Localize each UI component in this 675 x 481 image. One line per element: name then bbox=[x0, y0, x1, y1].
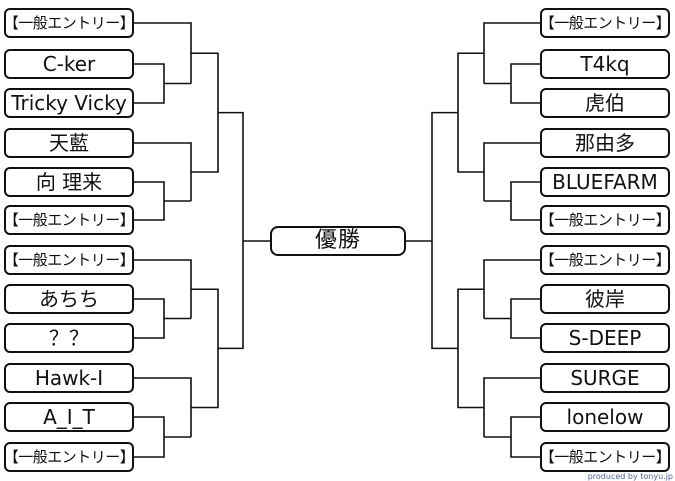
right-slot-5: BLUEFARM bbox=[540, 167, 670, 197]
right-slot-1: 【一般エントリー】 bbox=[540, 8, 670, 38]
bracket-connector-1 bbox=[134, 63, 165, 104]
bracket-connector-12 bbox=[134, 377, 192, 437]
left-slot-10: Hawk-I bbox=[4, 363, 134, 393]
bracket-connector-18 bbox=[483, 22, 540, 84]
bracket-connector-7 bbox=[134, 298, 165, 339]
left-slot-7: 【一般エントリー】 bbox=[4, 245, 134, 275]
bracket-connector-28 bbox=[457, 52, 484, 173]
bracket-connector-13 bbox=[191, 52, 219, 173]
right-slot-2: T4kq bbox=[540, 49, 670, 79]
right-slot-9: S-DEEP bbox=[540, 323, 670, 353]
bracket-connector-3 bbox=[134, 22, 192, 84]
left-slot-4: 天藍 bbox=[4, 128, 134, 158]
bracket-connector-10 bbox=[134, 416, 165, 458]
left-slot-2: C-ker bbox=[4, 49, 134, 79]
right-slot-11: lonelow bbox=[540, 402, 670, 432]
bracket-connector-27 bbox=[483, 377, 540, 437]
left-slot-3: Tricky Vicky bbox=[4, 88, 134, 118]
bracket-connector-16 bbox=[510, 63, 540, 104]
right-slot-10: SURGE bbox=[540, 363, 670, 393]
bracket-connector-14 bbox=[191, 288, 219, 409]
right-slot-12: 【一般エントリー】 bbox=[540, 442, 670, 472]
left-slot-12: 【一般エントリー】 bbox=[4, 442, 134, 472]
credit-text: produced by tonyu.jp bbox=[587, 472, 673, 481]
right-slot-6: 【一般エントリー】 bbox=[540, 205, 670, 235]
champion-box: 優勝 bbox=[270, 226, 406, 256]
right-slot-8: 彼岸 bbox=[540, 284, 670, 314]
left-slot-9: ？？ bbox=[4, 323, 134, 353]
right-slot-4: 那由多 bbox=[540, 128, 670, 158]
bracket-connector-25 bbox=[510, 416, 540, 458]
bracket-connector-19 bbox=[510, 181, 540, 221]
left-slot-11: A_I_T bbox=[4, 402, 134, 432]
bracket-connector-15 bbox=[218, 111, 244, 350]
right-slot-7: 【一般エントリー】 bbox=[540, 245, 670, 275]
right-slot-3: 虎伯 bbox=[540, 88, 670, 118]
left-slot-5: 向 理来 bbox=[4, 167, 134, 197]
bracket-connector-21 bbox=[483, 142, 540, 201]
left-slot-1: 【一般エントリー】 bbox=[4, 8, 134, 38]
bracket-connector-22 bbox=[510, 298, 540, 339]
bracket-connector-30 bbox=[431, 111, 458, 350]
bracket-connector-24 bbox=[483, 259, 540, 319]
bracket-connector-6 bbox=[134, 142, 192, 201]
left-slot-8: あちち bbox=[4, 284, 134, 314]
bracket-connector-4 bbox=[134, 181, 165, 221]
bracket-connector-9 bbox=[134, 259, 192, 319]
bracket-connector-29 bbox=[457, 288, 484, 409]
left-slot-6: 【一般エントリー】 bbox=[4, 205, 134, 235]
